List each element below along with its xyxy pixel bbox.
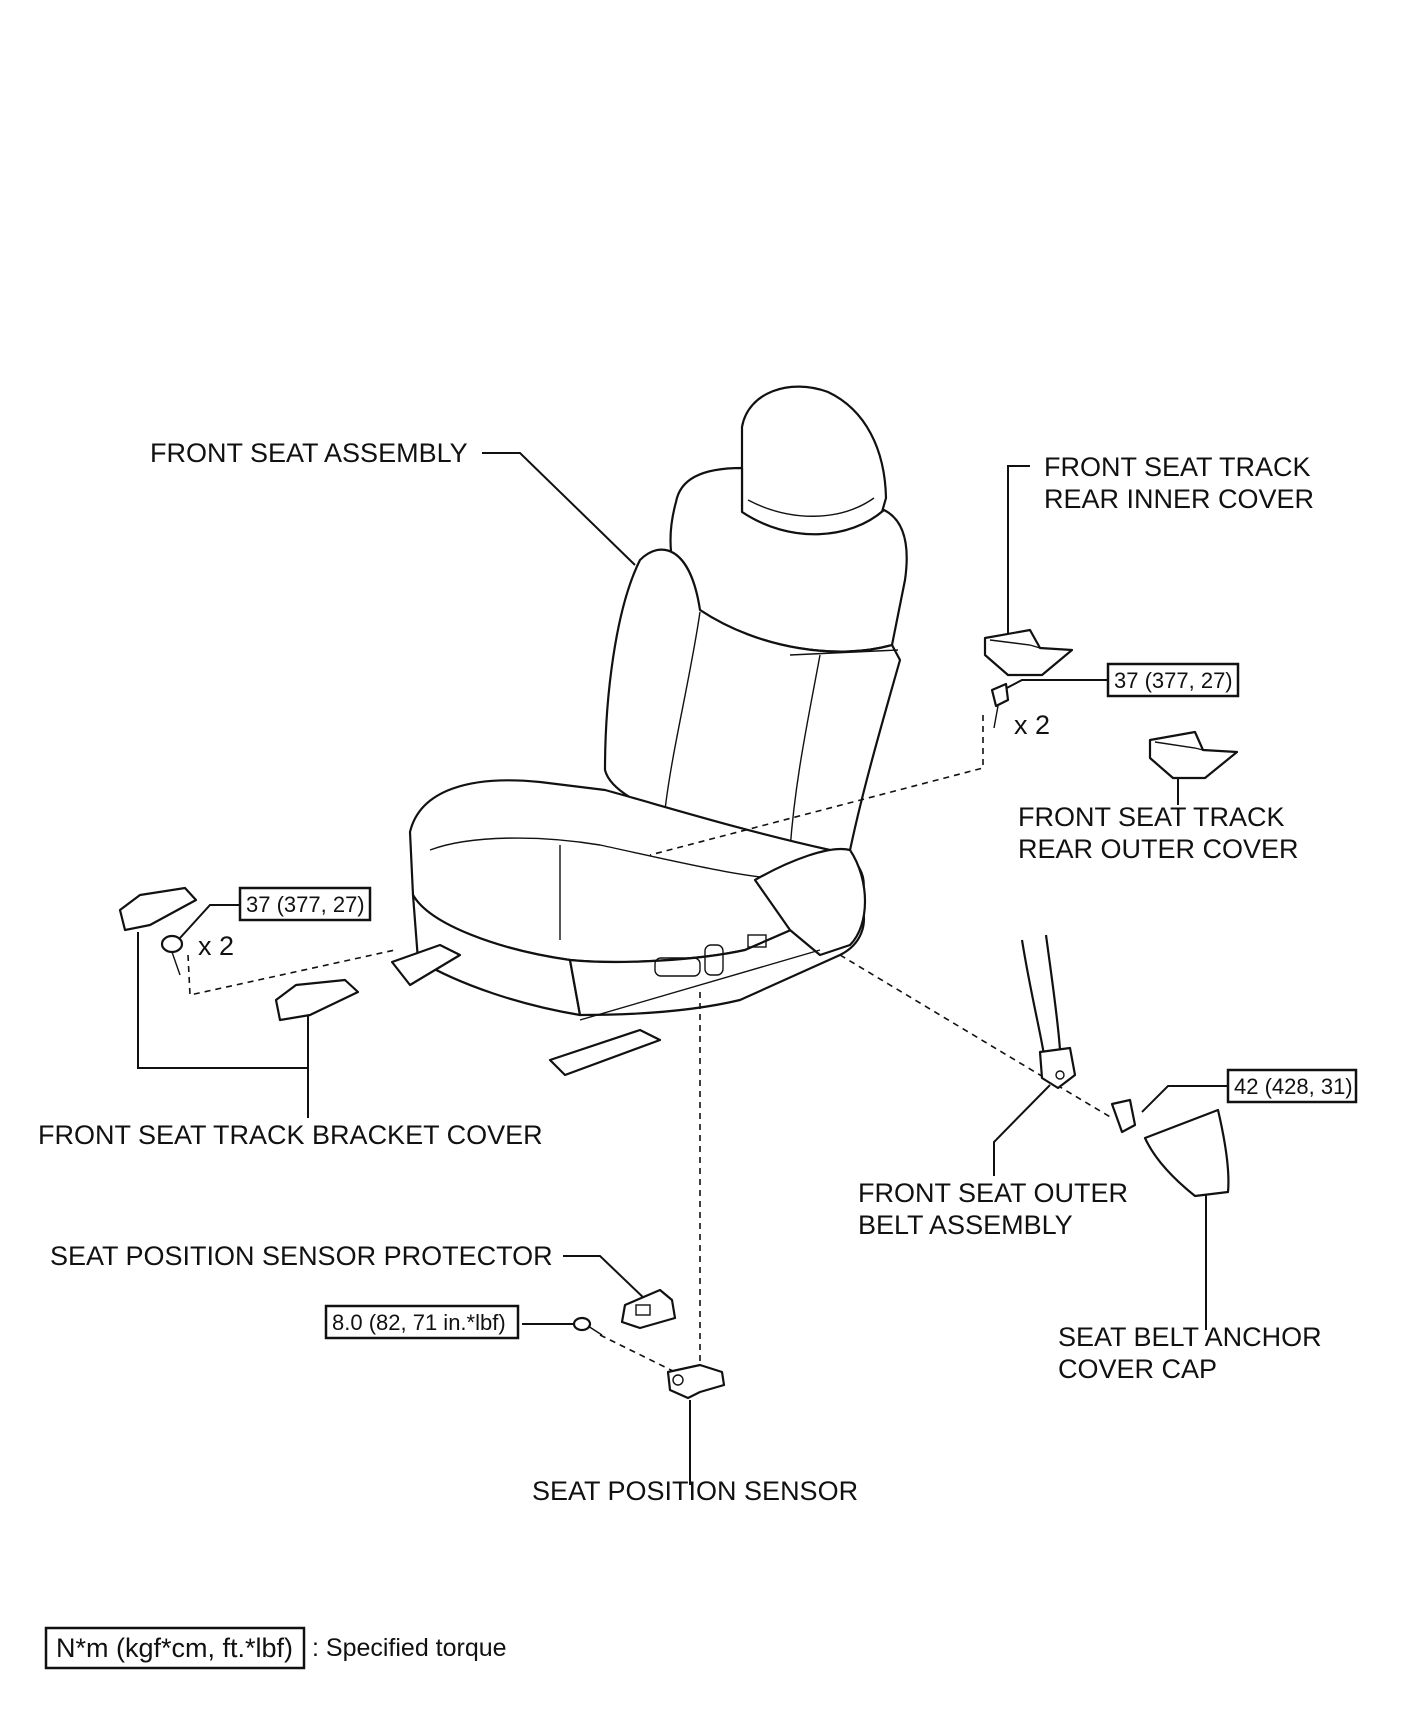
seat-position-sensor [666, 1363, 726, 1400]
torque-value: 37 (377, 27) [1114, 668, 1233, 693]
front-seat-track-bracket-cover [118, 886, 360, 1022]
quantity-label: x 2 [1014, 710, 1050, 740]
sensor-bolt [572, 1316, 603, 1336]
torque-value: 8.0 (82, 71 in.*lbf) [332, 1310, 506, 1335]
legend-box-text: N*m (kgf*cm, ft.*lbf) [56, 1633, 293, 1663]
label-track-rear-inner-cover-line2: REAR INNER COVER [1044, 484, 1314, 514]
legend-description: : Specified torque [312, 1634, 507, 1662]
quantity-label: x 2 [198, 931, 234, 961]
label-anchor-cover-cap-line2: COVER CAP [1058, 1354, 1217, 1384]
torque-box-sensor: 8.0 (82, 71 in.*lbf) [324, 1304, 520, 1340]
front-seat-track-rear-outer-cover [1148, 730, 1239, 780]
label-track-rear-outer-cover-line2: REAR OUTER COVER [1018, 834, 1299, 864]
torque-box-belt-anchor: 42 (428, 31) [1226, 1068, 1358, 1104]
label-outer-belt-assembly-line2: BELT ASSEMBLY [858, 1210, 1073, 1240]
torque-value: 37 (377, 27) [246, 892, 365, 917]
label-track-rear-inner-cover-line1: FRONT SEAT TRACK [1044, 452, 1311, 482]
rear-cover-bolt [990, 682, 1010, 729]
front-seat-track-rear-inner-cover [983, 628, 1074, 677]
front-seat-outer-belt-assembly [1020, 934, 1077, 1090]
bracket-cover-bolt [160, 934, 184, 976]
label-front-seat-assembly: FRONT SEAT ASSEMBLY [150, 438, 468, 468]
label-outer-belt-assembly-line1: FRONT SEAT OUTER [858, 1178, 1128, 1208]
torque-box-bracket-cover: 37 (377, 27) [238, 886, 372, 922]
label-seat-position-sensor: SEAT POSITION SENSOR [532, 1476, 858, 1506]
front-seat-assembly-drawing [390, 385, 908, 1077]
label-sensor-protector: SEAT POSITION SENSOR PROTECTOR [50, 1241, 553, 1271]
torque-value: 42 (428, 31) [1234, 1074, 1353, 1099]
leader-lines [137, 452, 1228, 1485]
label-track-bracket-cover: FRONT SEAT TRACK BRACKET COVER [38, 1120, 543, 1150]
seat-belt-anchor-cover-cap [1143, 1108, 1230, 1198]
seat-position-sensor-protector [620, 1288, 677, 1330]
torque-box-rear-cover: 37 (377, 27) [1106, 662, 1240, 698]
label-anchor-cover-cap-line1: SEAT BELT ANCHOR [1058, 1322, 1322, 1352]
legend: N*m (kgf*cm, ft.*lbf) : Specified torque [44, 1626, 507, 1670]
belt-anchor-bolt [1110, 1098, 1137, 1134]
label-track-rear-outer-cover-line1: FRONT SEAT TRACK [1018, 802, 1285, 832]
